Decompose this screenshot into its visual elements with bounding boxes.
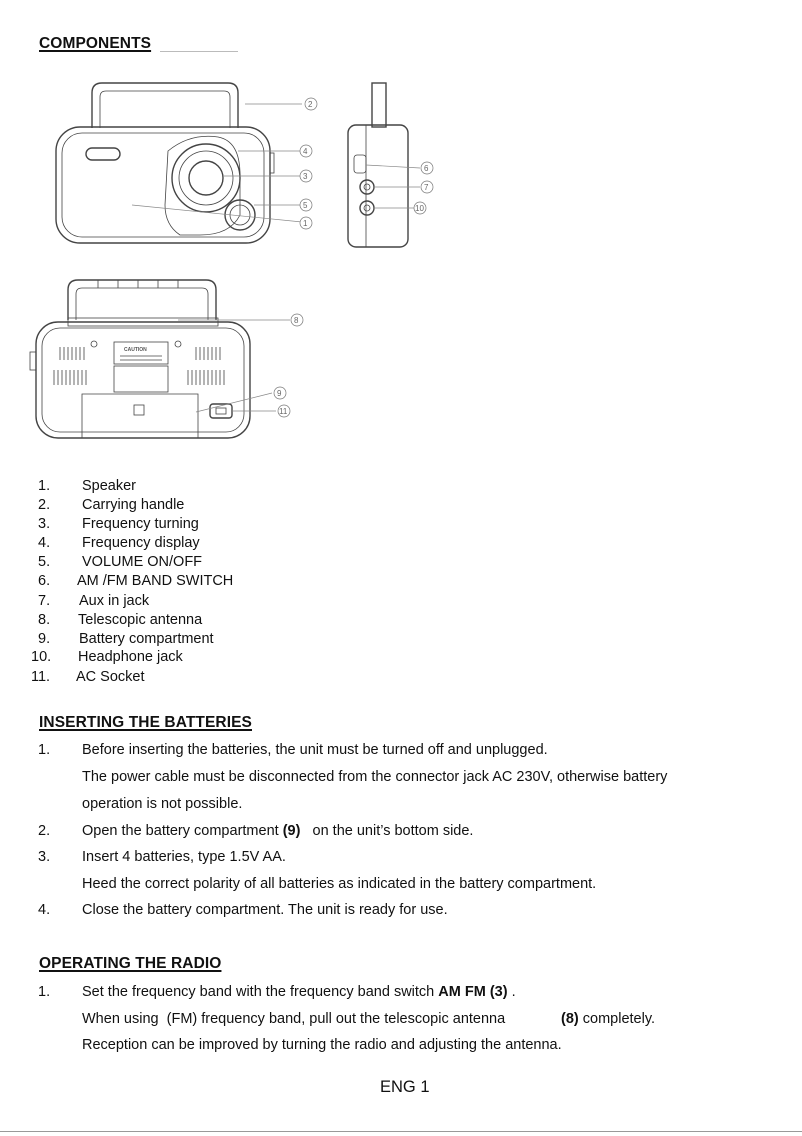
- components-heading: COMPONENTS: [39, 35, 152, 52]
- callout-6: 6: [424, 164, 429, 173]
- page-number: ENG 1: [380, 1078, 430, 1096]
- radio-heading: OPERATING THE RADIO: [39, 955, 222, 972]
- callout-2: 2: [308, 100, 313, 109]
- radio-back-view: CAUTION 8 9 11: [29, 279, 304, 439]
- callout-5: 5: [303, 201, 308, 210]
- footer-rule: [0, 1131, 802, 1132]
- callout-3: 3: [303, 172, 308, 181]
- callout-10: 10: [415, 204, 424, 213]
- radio-front-view: 2 4 3 5 1: [55, 82, 318, 244]
- callout-9: 9: [277, 389, 282, 398]
- callout-11: 11: [279, 407, 288, 416]
- callout-1: 1: [303, 219, 308, 228]
- batteries-heading: INSERTING THE BATTERIES: [39, 714, 252, 731]
- callout-8: 8: [294, 316, 299, 325]
- callout-4: 4: [303, 147, 308, 156]
- radio-side-view: 6 7 10: [347, 82, 434, 248]
- callout-7: 7: [424, 183, 429, 192]
- heading-rule: [160, 51, 238, 52]
- caution-label: CAUTION: [124, 347, 147, 353]
